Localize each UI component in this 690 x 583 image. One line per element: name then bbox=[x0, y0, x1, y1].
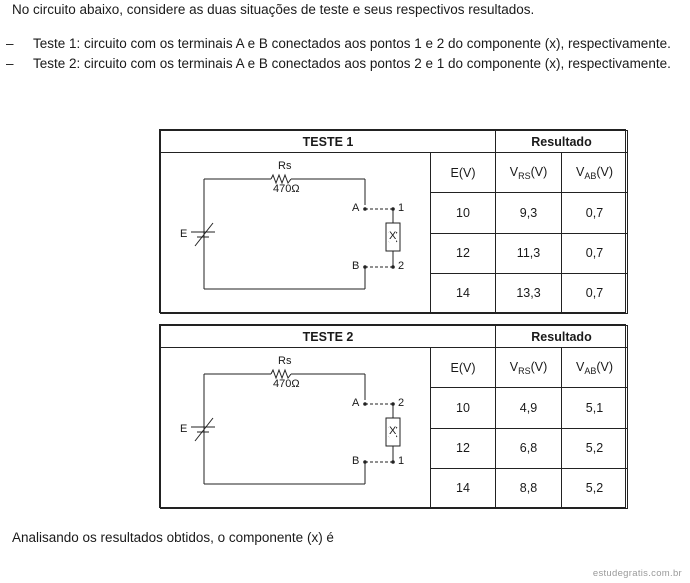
test-2-resistance-label: 470Ω bbox=[273, 378, 300, 390]
watermark: estudegratis.com.br bbox=[592, 568, 682, 579]
test-1-col-e: E(V) bbox=[430, 151, 496, 194]
test-1-col-vrs: VRS(V) bbox=[495, 151, 562, 194]
test-2-col-e: E(V) bbox=[430, 346, 496, 389]
test-2-row-2-vrs: 6,8 bbox=[495, 427, 562, 469]
test-2-terminal-a-label: A bbox=[352, 397, 360, 409]
test-2-result-header: Resultado bbox=[495, 325, 628, 348]
question-text: Analisando os resultados obtidos, o comp… bbox=[12, 530, 334, 545]
bullet-test-1: Teste 1: circuito com os terminais A e B… bbox=[33, 36, 671, 51]
test-1-point-top-label: 1 bbox=[398, 202, 405, 214]
test-2-point-bottom-label: 1 bbox=[398, 455, 405, 467]
test-2-rs-label: Rs bbox=[278, 355, 292, 367]
test-2-row-1-vab: 5,1 bbox=[561, 387, 628, 429]
test-1-row-3-vrs: 13,3 bbox=[495, 272, 562, 315]
test-2-row-2-e: 12 bbox=[430, 427, 496, 469]
test-2-row-1-e: 10 bbox=[430, 387, 496, 429]
test-1-rs-label: Rs bbox=[278, 160, 292, 172]
test-1-row-2-vrs: 11,3 bbox=[495, 232, 562, 274]
test-2-circuit-diagram: Rs 470Ω E A B 2 1 X bbox=[161, 348, 429, 508]
test-1-row-3-vab: 0,7 bbox=[561, 272, 628, 315]
test-2-row-2-vab: 5,2 bbox=[561, 427, 628, 469]
bullet-dash-2: – bbox=[6, 56, 14, 71]
test-2-terminal-b-label: B bbox=[352, 455, 360, 467]
test-1-row-3-e: 14 bbox=[430, 272, 496, 315]
test-2-row-3-vab: 5,2 bbox=[561, 467, 628, 510]
test-2-component-x-label: X bbox=[389, 425, 397, 437]
test-1-terminal-a-label: A bbox=[352, 202, 360, 214]
test-1-row-2-vab: 0,7 bbox=[561, 232, 628, 274]
test-1-row-1-vrs: 9,3 bbox=[495, 192, 562, 234]
test-2-table: TESTE 2 Resultado bbox=[159, 324, 628, 510]
test-1-title: TESTE 1 bbox=[160, 130, 496, 153]
test-1-point-bottom-label: 2 bbox=[398, 260, 405, 272]
test-2-row-3-vrs: 8,8 bbox=[495, 467, 562, 510]
test-1-circuit-cell: Rs 470Ω E A B 1 2 X bbox=[160, 152, 431, 314]
test-2-col-vab: VAB(V) bbox=[561, 346, 628, 389]
test-1-col-vab: VAB(V) bbox=[561, 151, 628, 194]
test-1-row-1-vab: 0,7 bbox=[561, 192, 628, 234]
test-1-table: TESTE 1 Resultado bbox=[159, 129, 628, 315]
test-2-circuit-cell: Rs 470Ω E A B 2 1 X bbox=[160, 347, 431, 509]
test-1-row-2-e: 12 bbox=[430, 232, 496, 274]
test-2-source-label: E bbox=[180, 423, 188, 435]
test-1-circuit-diagram: Rs 470Ω E A B 1 2 X bbox=[161, 153, 429, 313]
test-2-row-3-e: 14 bbox=[430, 467, 496, 510]
test-1-result-header: Resultado bbox=[495, 130, 628, 153]
test-2-row-1-vrs: 4,9 bbox=[495, 387, 562, 429]
test-1-source-label: E bbox=[180, 228, 188, 240]
test-1-row-1-e: 10 bbox=[430, 192, 496, 234]
test-2-title: TESTE 2 bbox=[160, 325, 496, 348]
test-1-component-x-label: X bbox=[389, 230, 397, 242]
intro-text: No circuito abaixo, considere as duas si… bbox=[12, 2, 535, 17]
bullet-test-2: Teste 2: circuito com os terminais A e B… bbox=[33, 56, 671, 71]
test-1-terminal-b-label: B bbox=[352, 260, 360, 272]
test-1-resistance-label: 470Ω bbox=[273, 183, 300, 195]
test-2-point-top-label: 2 bbox=[398, 397, 405, 409]
bullet-dash-1: – bbox=[6, 36, 14, 51]
test-2-col-vrs: VRS(V) bbox=[495, 346, 562, 389]
